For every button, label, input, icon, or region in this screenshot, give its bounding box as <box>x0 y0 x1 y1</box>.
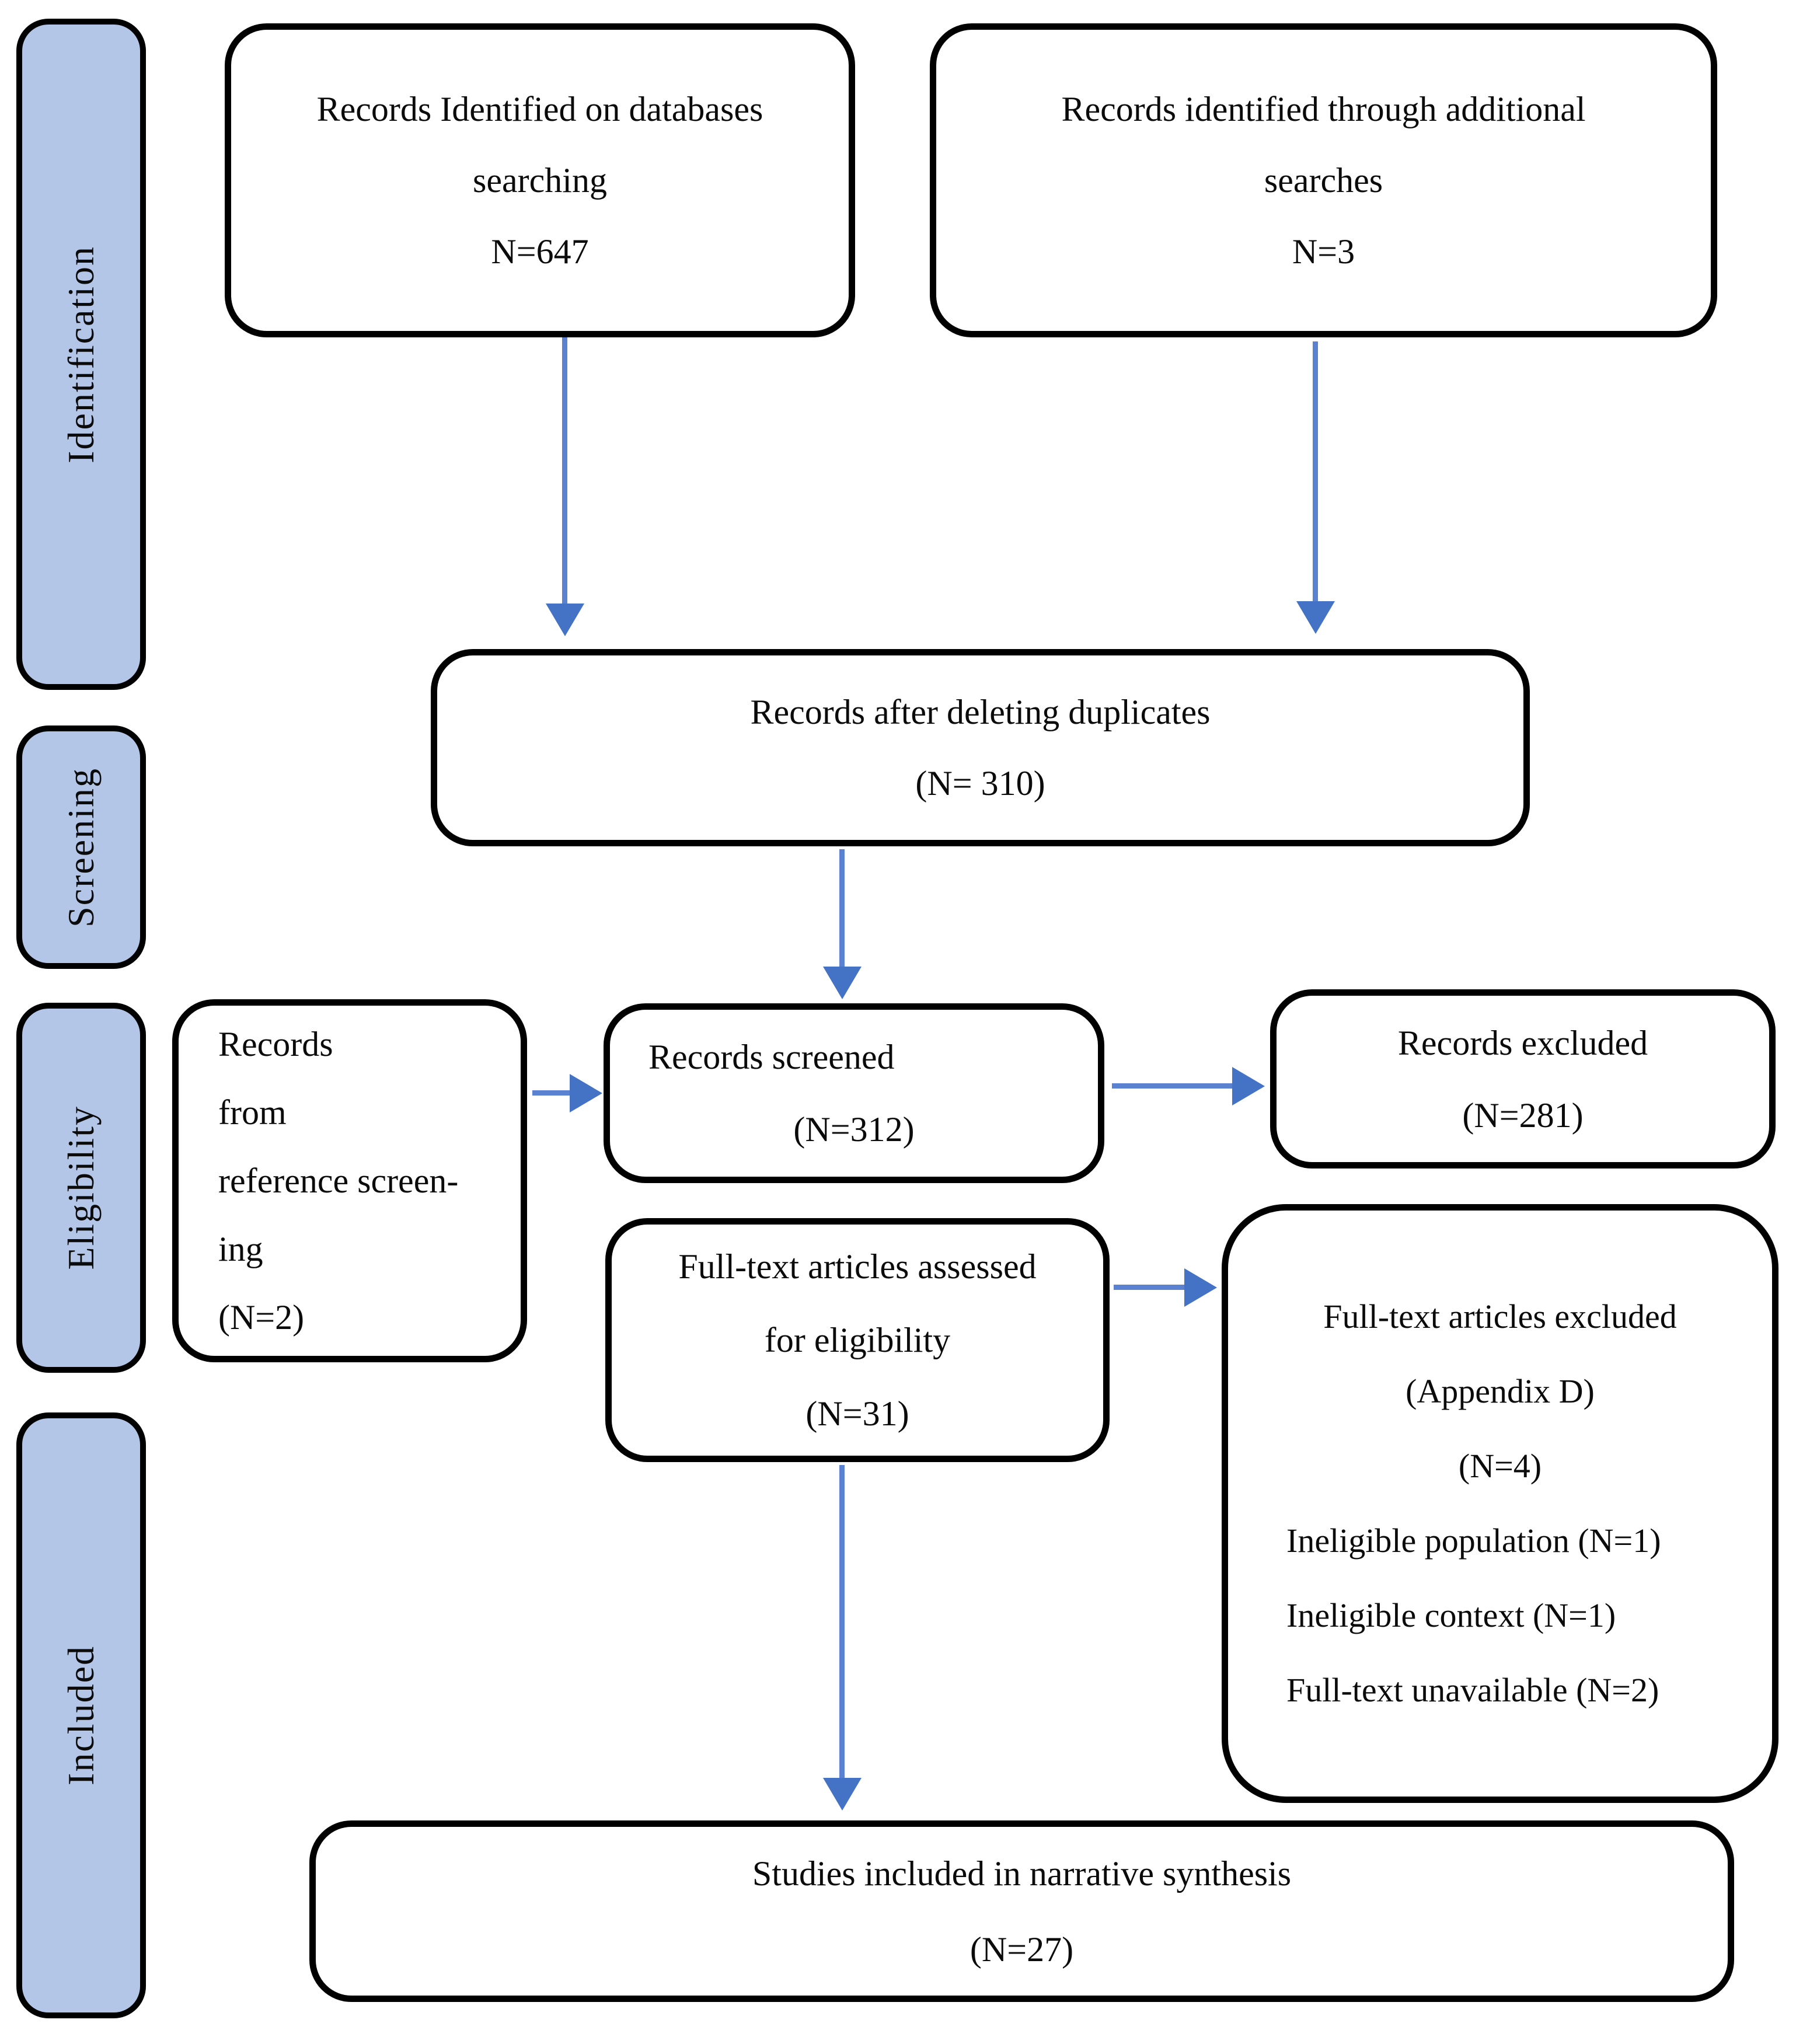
arrow-additional-to-duplicates-line <box>1313 341 1318 604</box>
box-studies-included: Studies included in narrative synthesis … <box>309 1820 1734 2002</box>
box-records-additional-searches-count: N=3 <box>1292 232 1355 271</box>
box-records-excluded: Records excluded (N=281) <box>1270 989 1776 1169</box>
box-records-reference-screening-line1: Records from <box>218 1010 481 1147</box>
box-records-reference-screening-line3: ing <box>218 1229 263 1268</box>
arrow-assessed-to-ftexcluded-head <box>1184 1268 1217 1307</box>
stage-identification: Identification <box>16 19 146 690</box>
stage-included-label: Included <box>60 1645 102 1785</box>
arrow-screened-to-excluded-head <box>1232 1067 1265 1105</box>
box-fulltext-assessed-count: (N=31) <box>805 1394 909 1433</box>
box-records-additional-searches-line1: Records identified through additional <box>1061 90 1586 128</box>
stage-screening: Screening <box>16 725 146 969</box>
box-fulltext-excluded-line2: (Appendix D) <box>1406 1372 1595 1410</box>
box-fulltext-assessed-line2: for eligibility <box>764 1321 951 1359</box>
box-records-excluded-count: (N=281) <box>1462 1096 1584 1135</box>
box-fulltext-excluded-reason2: Ineligible context (N=1) <box>1286 1596 1616 1634</box>
stage-screening-label: Screening <box>60 767 102 927</box>
box-fulltext-assessed: Full-text articles assessed for eligibil… <box>605 1218 1110 1462</box>
arrow-dbsearch-to-duplicates-head <box>546 604 584 636</box>
stage-eligibility: Eligibility <box>16 1003 146 1373</box>
arrow-duplicates-to-screened-head <box>823 967 862 999</box>
stage-eligibility-label: Eligibility <box>60 1105 102 1270</box>
box-fulltext-excluded: Full-text articles excluded (Appendix D)… <box>1222 1204 1778 1803</box>
box-records-identified-databases-line1: Records Identified on databases <box>316 90 763 128</box>
box-records-reference-screening-line2: reference screen- <box>218 1161 459 1200</box>
box-studies-included-count: (N=27) <box>970 1930 1074 1969</box>
box-records-screened-line1: Records screened <box>648 1038 895 1076</box>
box-studies-included-line1: Studies included in narrative synthesis <box>752 1854 1292 1893</box>
box-records-screened: Records screened (N=312) <box>604 1003 1104 1183</box>
box-fulltext-excluded-reason1: Ineligible population (N=1) <box>1286 1522 1661 1560</box>
arrow-duplicates-to-screened-line <box>839 849 845 969</box>
box-fulltext-excluded-reason3: Full-text unavailable (N=2) <box>1286 1671 1659 1709</box>
box-records-after-duplicates-count: (N= 310) <box>915 764 1045 803</box>
box-records-screened-count: (N=312) <box>793 1110 915 1149</box>
stage-identification-label: Identification <box>60 245 102 463</box>
box-records-reference-screening-word2: from <box>218 1093 287 1132</box>
box-records-reference-screening: Records from reference screen- ing (N=2) <box>172 999 527 1362</box>
arrow-assessed-to-ftexcluded-line <box>1114 1285 1187 1290</box>
box-records-reference-screening-count: (N=2) <box>218 1297 305 1337</box>
arrow-reference-to-screened-line <box>532 1090 573 1096</box>
box-fulltext-assessed-line1: Full-text articles assessed <box>678 1247 1037 1286</box>
arrow-additional-to-duplicates-head <box>1296 601 1335 634</box>
box-records-after-duplicates-line1: Records after deleting duplicates <box>750 693 1211 731</box>
box-records-excluded-line1: Records excluded <box>1397 1023 1648 1062</box>
box-records-additional-searches-line2: searches <box>1264 161 1383 200</box>
stage-included: Included <box>16 1412 146 2018</box>
box-records-identified-databases-count: N=647 <box>491 232 589 271</box>
box-fulltext-excluded-line1: Full-text articles excluded <box>1323 1297 1677 1335</box>
box-records-identified-databases: Records Identified on databases searchin… <box>225 23 855 337</box>
arrow-assessed-to-included-line <box>839 1465 845 1780</box>
box-records-after-duplicates: Records after deleting duplicates (N= 31… <box>431 649 1530 846</box>
arrow-screened-to-excluded-line <box>1112 1083 1234 1089</box>
box-records-additional-searches: Records identified through additional se… <box>930 23 1717 337</box>
arrow-dbsearch-to-duplicates-line <box>562 337 567 606</box>
box-fulltext-excluded-line3: (N=4) <box>1458 1447 1542 1485</box>
box-records-identified-databases-line2: searching <box>473 161 607 200</box>
box-records-reference-screening-word1: Records <box>218 1024 333 1063</box>
arrow-reference-to-screened-head <box>570 1074 602 1112</box>
arrow-assessed-to-included-head <box>823 1778 862 1811</box>
